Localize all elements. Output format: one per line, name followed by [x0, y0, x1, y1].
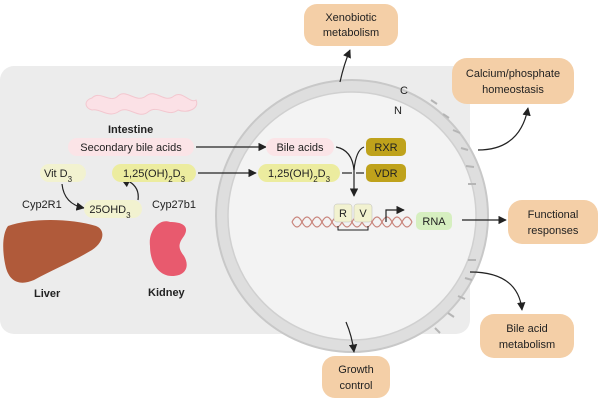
cyp27b1-label: Cyp27b1: [152, 199, 196, 211]
vit-d3-box: Vit D3: [40, 164, 86, 184]
liver-label: Liver: [34, 288, 61, 300]
svg-text:Calcium/phosphate: Calcium/phosphate: [466, 68, 560, 80]
rxr-bound-box: R: [333, 203, 353, 223]
svg-text:V: V: [359, 208, 367, 220]
rna-box: RNA: [416, 212, 452, 230]
intestine-label: Intestine: [108, 124, 153, 136]
cytoplasm-label: C: [400, 85, 408, 97]
output-growth-control: Growth control: [322, 356, 390, 398]
svg-text:1,25(OH)2D3: 1,25(OH)2D3: [123, 168, 186, 184]
svg-text:Bile acid: Bile acid: [506, 323, 548, 335]
output-bile-acid-metabolism: Bile acid metabolism: [480, 314, 574, 358]
kidney-label: Kidney: [148, 287, 186, 299]
liver-illustration: [3, 220, 103, 283]
output-xenobiotic-metabolism: Xenobiotic metabolism: [304, 4, 398, 46]
svg-text:1,25(OH)2D3: 1,25(OH)2D3: [268, 168, 331, 184]
intestine-illustration: [85, 93, 198, 115]
output-arrows: [339, 49, 531, 353]
secondary-bile-acids-box: Secondary bile acids: [68, 138, 194, 156]
response-element-bracket: [337, 226, 369, 231]
svg-text:responses: responses: [528, 225, 579, 237]
svg-text:Secondary bile acids: Secondary bile acids: [80, 142, 182, 154]
svg-text:25OHD3: 25OHD3: [89, 204, 131, 220]
svg-text:metabolism: metabolism: [323, 27, 379, 39]
cyp2r1-label: Cyp2R1: [22, 199, 62, 211]
svg-text:Bile acids: Bile acids: [276, 142, 324, 154]
svg-text:Growth: Growth: [338, 364, 373, 376]
calcitriol-box-right: 1,25(OH)2D3: [258, 164, 340, 184]
rxr-box: RXR: [366, 138, 406, 156]
dna-helix: [291, 216, 413, 228]
calcitriol-box-left: 1,25(OH)2D3: [112, 164, 196, 184]
nucleus-label: N: [394, 105, 402, 117]
output-functional-responses: Functional responses: [508, 200, 598, 244]
bile-acids-box: Bile acids: [266, 138, 334, 156]
svg-text:Vit D3: Vit D3: [44, 168, 73, 184]
vdr-box: VDR: [366, 164, 406, 182]
binding-arrows: [335, 146, 365, 197]
svg-text:Xenobiotic: Xenobiotic: [325, 12, 377, 24]
svg-text:Functional: Functional: [528, 209, 579, 221]
vdr-bound-box: V: [353, 203, 373, 223]
transcription-start-arrow: [385, 205, 405, 222]
svg-text:RXR: RXR: [374, 142, 397, 154]
output-calcium-phosphate-homeostasis: Calcium/phosphate homeostasis: [452, 58, 574, 104]
svg-text:control: control: [339, 380, 372, 392]
svg-text:metabolism: metabolism: [499, 339, 555, 351]
membrane-pores: [430, 99, 476, 334]
kidney-illustration: [149, 221, 187, 276]
svg-text:R: R: [339, 208, 347, 220]
svg-text:RNA: RNA: [422, 216, 446, 228]
svg-text:VDR: VDR: [374, 168, 397, 180]
svg-text:homeostasis: homeostasis: [482, 84, 544, 96]
25ohd3-box: 25OHD3: [84, 200, 142, 220]
arrow-vitd3-to-25ohd3: [61, 183, 85, 211]
